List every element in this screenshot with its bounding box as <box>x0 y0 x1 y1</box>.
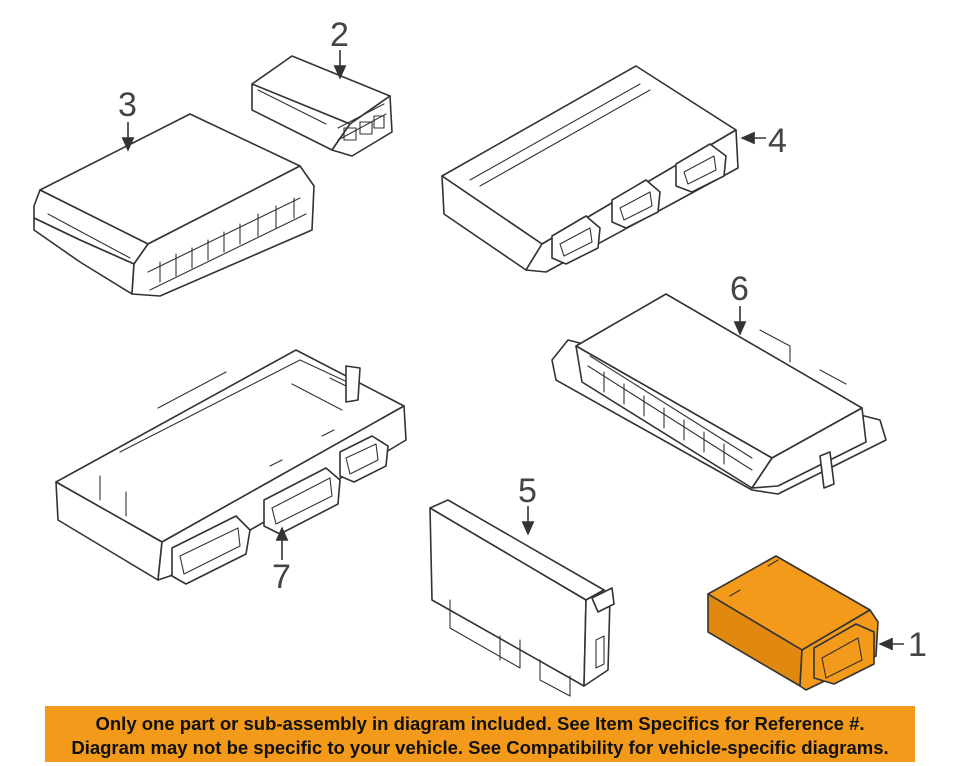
disclaimer-banner: Only one part or sub-assembly in diagram… <box>45 706 915 762</box>
part-2-connector-module[interactable] <box>251 55 393 157</box>
callout-4: 4 <box>768 122 787 160</box>
callout-6: 6 <box>730 270 749 308</box>
callout-3: 3 <box>118 86 137 124</box>
part-6-control-module[interactable] <box>551 293 887 495</box>
part-3-control-module[interactable] <box>33 113 315 297</box>
part-4-control-module[interactable] <box>441 65 739 273</box>
callout-1: 1 <box>908 626 927 664</box>
part-7-control-module[interactable] <box>55 349 407 585</box>
disclaimer-line-1: Only one part or sub-assembly in diagram… <box>95 713 865 734</box>
callout-arrows <box>121 50 904 651</box>
callout-7: 7 <box>272 558 291 596</box>
part-5-control-module[interactable] <box>429 499 615 697</box>
callout-5: 5 <box>518 472 537 510</box>
disclaimer-line-2: Diagram may not be specific to your vehi… <box>71 737 889 758</box>
callout-2: 2 <box>330 16 349 54</box>
part-1-highlighted-module[interactable] <box>707 555 879 691</box>
